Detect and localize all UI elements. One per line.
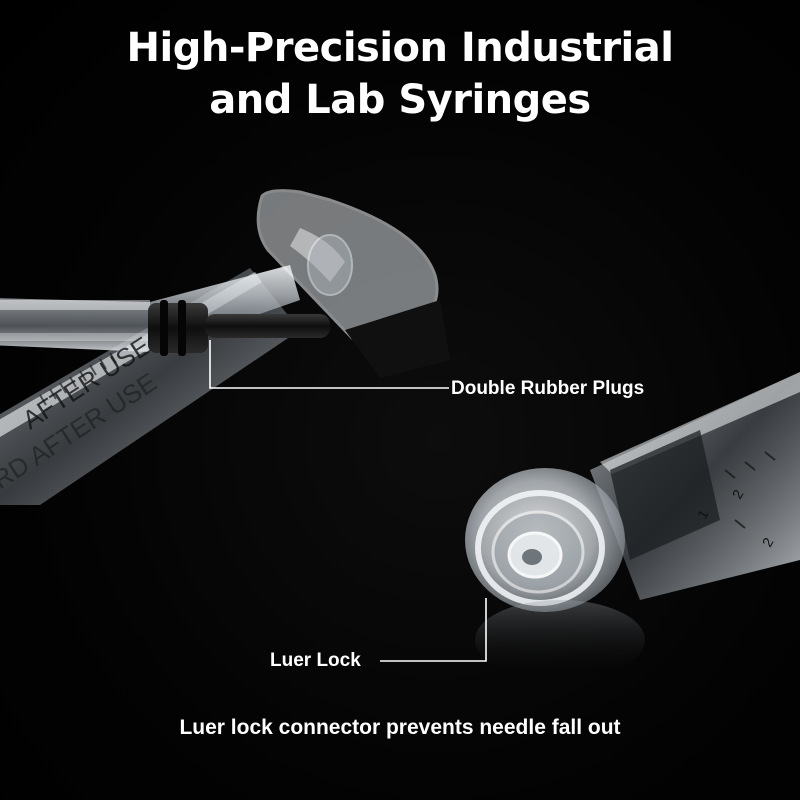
right-syringe-barrel — [590, 372, 800, 600]
callout-double-rubber-plugs: Double Rubber Plugs — [451, 378, 645, 399]
plugs-leader-line — [209, 340, 449, 389]
rubber-plug — [148, 300, 330, 356]
callout-luer-lock: Luer Lock — [270, 650, 361, 671]
luer-lock — [465, 468, 625, 612]
luer-leader-line — [380, 598, 487, 662]
luer-reflection — [475, 600, 645, 680]
headline-line-1: High-Precision Industrial — [126, 25, 674, 71]
syringe-flange — [256, 189, 439, 346]
feature-caption: Luer lock connector prevents needle fall… — [179, 716, 621, 739]
headline-line-2: and Lab Syringes — [209, 77, 591, 123]
